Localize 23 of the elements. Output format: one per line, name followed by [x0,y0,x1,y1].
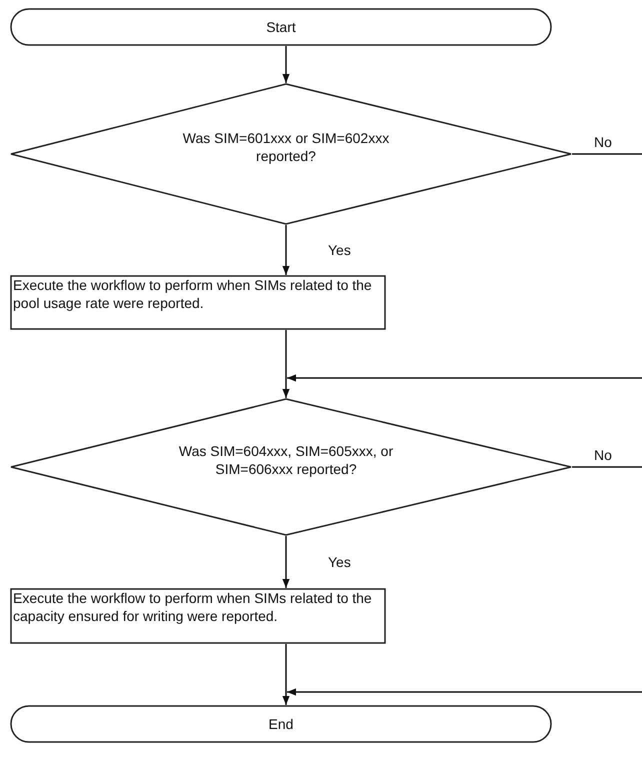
edge-label: No [592,447,614,463]
decision-text: Was SIM=601xxx or SIM=602xxx reported? [182,129,390,165]
process-box [10,275,386,330]
edge-label: No [592,134,614,150]
terminal-shape [10,705,552,743]
arrow [282,644,290,705]
arrow [282,46,290,83]
arrow [282,225,290,275]
decision-diamond [10,398,572,536]
arrow [287,374,642,382]
decision-diamond [10,83,572,225]
edge-label: Yes [326,554,353,570]
terminal-label: Start [266,18,296,36]
process-text: Execute the workflow to perform when SIMs related to the capacity ensured for writing were reported. [12,589,373,625]
terminal-shape [10,8,552,46]
arrow [282,536,290,588]
process-box [10,588,386,644]
arrow [287,688,642,696]
edge-label: Yes [326,242,353,258]
arrow [282,330,290,398]
process-text: Execute the workflow to perform when SIMs related to the pool usage rate were reported. [12,276,373,312]
terminal-label: End [268,715,294,733]
decision-text: Was SIM=604xxx, SIM=605xxx, or SIM=606xxx reported? [178,442,394,478]
